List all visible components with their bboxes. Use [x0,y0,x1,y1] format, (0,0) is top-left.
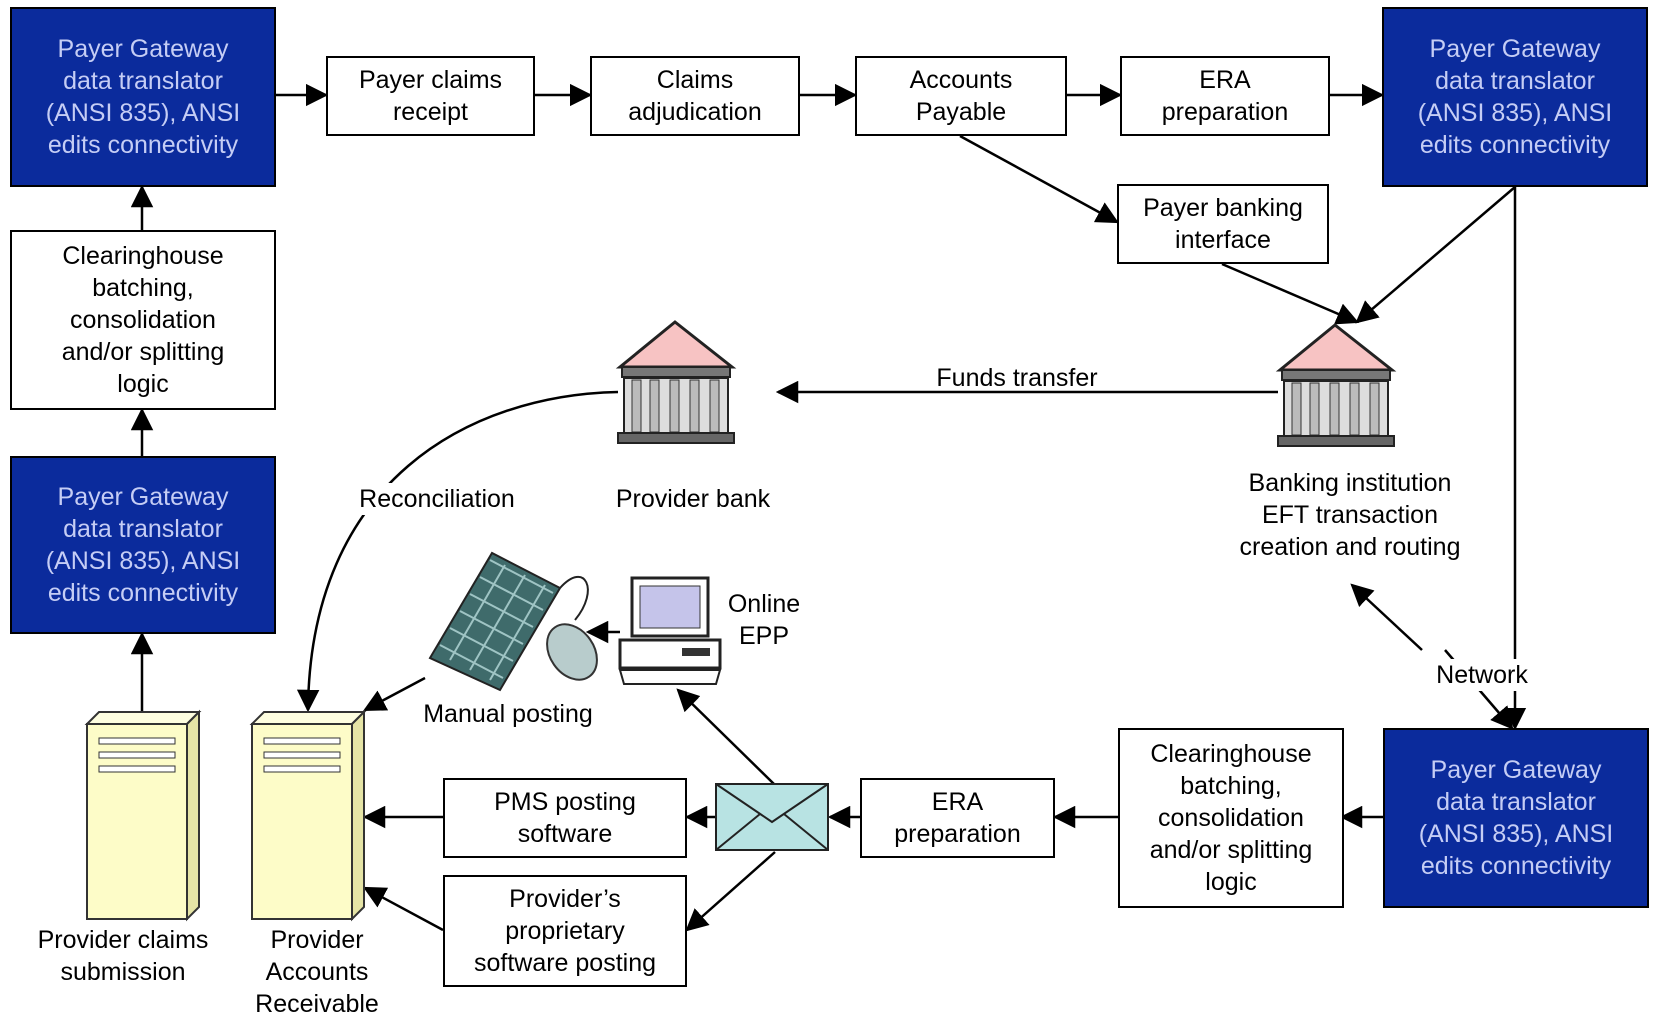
arrow-proprietary-to-ar [363,886,444,932]
reconciliation-label: Reconciliation [342,483,532,515]
payer-claims-receipt-box: Payer claims receipt [326,56,535,136]
online-epp-label: Online EPP [727,590,801,650]
envelope-icon [715,783,829,851]
proprietary-software-posting-box: Provider’s proprietary software posting [443,875,687,987]
arrow-envelope-to-proprietary [685,851,776,932]
pms-posting-software-box: PMS posting software [443,778,687,858]
arrow-gw-to-bank [1355,186,1516,324]
gateway-mid-left-box: Payer Gateway data translator (ANSI 835)… [10,456,276,634]
provider-bank-icon [615,320,737,444]
arrow-envelope-to-computer [676,688,776,786]
provider-bank-label: Provider bank [615,485,771,513]
keyboard-icon [428,551,589,692]
arrow-banking-interface-to-bank [1221,262,1360,325]
era-preparation-bottom-box: ERA preparation [860,778,1055,858]
claims-adjudication-box: Claims adjudication [590,56,800,136]
accounts-payable-box: Accounts Payable [855,56,1067,136]
manual-posting-label: Manual posting [423,700,593,728]
provider-accounts-receivable-label: Provider Accounts Receivable [255,926,379,1018]
arrow-reconciliation [296,390,619,713]
provider-claims-server-icon [84,709,202,922]
era-preparation-top-box: ERA preparation [1120,56,1330,136]
network-label: Network [1412,659,1552,691]
connectors [130,83,1527,932]
banking-institution-icon [1275,323,1397,447]
clearinghouse-right-box: Clearinghouse batching, consolidation an… [1118,728,1344,908]
computer-icon [618,576,722,685]
banking-institution-label: Banking institution EFT transaction crea… [1239,469,1461,561]
payer-banking-interface-box: Payer banking interface [1117,184,1329,264]
arrow-keyboard-to-ar [363,676,426,712]
gateway-top-right-box: Payer Gateway data translator (ANSI 835)… [1382,7,1648,187]
gateway-top-left-box: Payer Gateway data translator (ANSI 835)… [10,7,276,187]
arrow-ap-to-banking-interface [959,134,1119,224]
gateway-bottom-right-box: Payer Gateway data translator (ANSI 835)… [1383,728,1649,908]
mouse-icon [546,623,598,681]
funds-transfer-label: Funds transfer [936,364,1098,392]
arrow-network-to-bank [1350,583,1423,651]
provider-claims-submission-label: Provider claims submission [37,926,209,986]
provider-ar-server-icon [249,709,367,922]
clearinghouse-left-box: Clearinghouse batching, consolidation an… [10,230,276,410]
